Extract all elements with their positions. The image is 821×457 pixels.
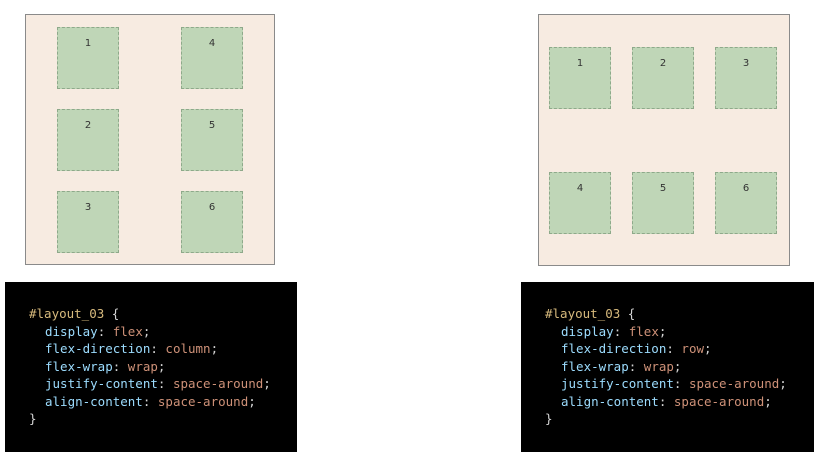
css-value: flex <box>628 323 659 339</box>
flex-item-number: 6 <box>742 183 750 194</box>
css-value: flex <box>112 323 143 339</box>
open-brace: { <box>104 306 120 321</box>
flex-item-number: 3 <box>742 58 750 69</box>
code-line-declaration: align-content: space-around; <box>561 393 772 409</box>
css-value: space-around <box>673 393 765 409</box>
code-line-declaration: display: flex; <box>45 323 151 339</box>
css-value: column <box>165 341 211 356</box>
css-value: wrap <box>127 358 158 374</box>
css-selector: #layout_03 <box>545 306 621 321</box>
open-brace: { <box>620 306 636 321</box>
code-line-selector: #layout_03 { <box>29 305 297 323</box>
flex-item-box: 4 <box>549 172 611 234</box>
code-line-declaration: flex-wrap: wrap; <box>561 358 682 374</box>
flex-item-number: 3 <box>84 202 92 213</box>
css-property: justify-content <box>561 376 674 391</box>
flex-item-box: 5 <box>181 109 243 171</box>
css-property: flex-wrap <box>45 358 113 374</box>
css-property: flex-wrap <box>561 358 629 374</box>
css-property: align-content <box>561 393 659 409</box>
flex-item-number: 2 <box>659 58 667 69</box>
css-code-block-row: #layout_03 {display: flex;flex-direction… <box>521 282 814 452</box>
flex-item-box: 2 <box>632 47 694 109</box>
css-property: align-content <box>45 393 143 409</box>
css-value: wrap <box>643 358 674 374</box>
code-line-declaration: justify-content: space-around; <box>561 376 787 391</box>
flex-item-box: 2 <box>57 109 119 171</box>
code-line-declaration: display: flex; <box>561 323 667 339</box>
flex-item-box: 3 <box>57 191 119 253</box>
code-line-declaration: justify-content: space-around; <box>45 376 271 391</box>
flex-container-row-demo: 1 2 3 4 5 6 <box>538 14 790 266</box>
flex-item-box: 6 <box>181 191 243 253</box>
css-value: row <box>681 341 704 356</box>
flex-item-box: 1 <box>57 27 119 89</box>
css-code-block-column: #layout_03 {display: flex;flex-direction… <box>5 282 297 452</box>
css-property: display <box>561 323 614 339</box>
css-selector: #layout_03 <box>29 306 105 321</box>
css-value: space-around <box>172 376 264 391</box>
flex-item-box: 3 <box>715 47 777 109</box>
flex-item-number: 1 <box>84 38 92 49</box>
code-line-declaration: flex-wrap: wrap; <box>45 358 166 374</box>
flex-item-box: 4 <box>181 27 243 89</box>
css-value: space-around <box>157 393 249 409</box>
flex-item-number: 4 <box>208 38 216 49</box>
flex-item-box: 1 <box>549 47 611 109</box>
code-line-declaration: align-content: space-around; <box>45 393 256 409</box>
flex-container-column-demo: 1 2 3 4 5 6 <box>25 14 275 265</box>
css-property: flex-direction <box>561 341 667 356</box>
flex-item-number: 4 <box>576 183 584 194</box>
close-brace: } <box>545 411 553 426</box>
close-brace: } <box>29 411 37 426</box>
flex-item-number: 6 <box>208 202 216 213</box>
flex-item-number: 5 <box>208 120 216 131</box>
flex-item-box: 5 <box>632 172 694 234</box>
flex-item-number: 5 <box>659 183 667 194</box>
css-value: space-around <box>688 376 780 391</box>
css-property: justify-content <box>45 376 158 391</box>
code-line-selector: #layout_03 { <box>545 305 814 323</box>
flex-item-number: 2 <box>84 120 92 131</box>
css-property: flex-direction <box>45 341 151 356</box>
flex-item-box: 6 <box>715 172 777 234</box>
css-property: display <box>45 323 98 339</box>
code-line-declaration: flex-direction: row; <box>561 341 712 356</box>
code-line-declaration: flex-direction: column; <box>45 341 219 356</box>
flex-item-number: 1 <box>576 58 584 69</box>
